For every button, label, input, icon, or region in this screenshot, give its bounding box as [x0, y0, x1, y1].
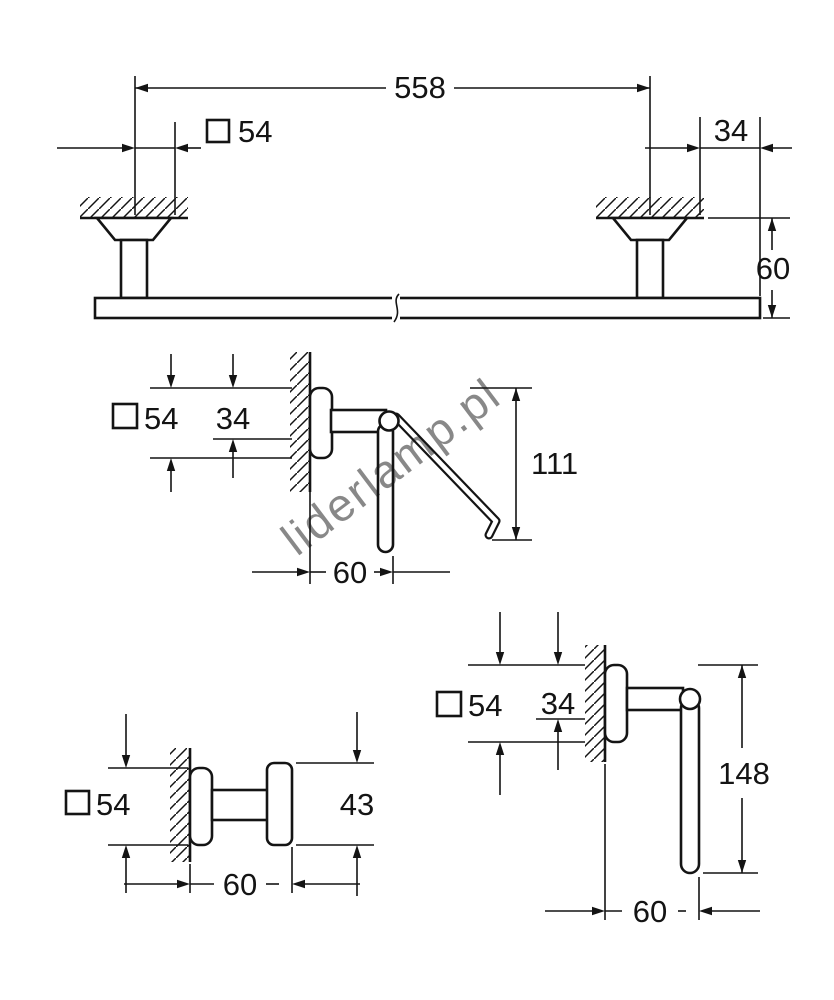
bar-break-gap	[392, 296, 400, 320]
fixture	[308, 386, 501, 554]
bar-body	[93, 296, 762, 320]
wall	[290, 352, 312, 492]
right-wall-mount	[596, 197, 704, 300]
square-section-icon	[111, 402, 139, 430]
square-section-icon	[64, 789, 91, 816]
mount-flange	[610, 216, 690, 242]
dim-54-34: 54 34	[435, 612, 585, 795]
wall-plate	[188, 766, 214, 847]
bar-break-line	[393, 293, 400, 323]
dim-54-label: 54	[238, 114, 272, 149]
wall-plate	[603, 663, 629, 744]
dim-111: 111	[470, 387, 578, 541]
dim-43-label: 43	[340, 787, 374, 822]
dim-148: 148	[698, 664, 770, 874]
wall-hatch	[585, 645, 605, 762]
wall-hatch	[596, 197, 704, 218]
square-section-icon	[205, 118, 231, 144]
paper-holder-view: 54 34 111 60	[111, 352, 578, 590]
dim-60: 60	[545, 764, 760, 929]
mount-flange	[94, 216, 174, 242]
dim-54-label: 54	[468, 688, 502, 723]
pivot	[378, 410, 400, 432]
wall-plate	[308, 386, 334, 460]
dim-54-label: 54	[144, 401, 178, 436]
paper-flap-inner	[393, 414, 499, 538]
dim-111-label: 111	[531, 446, 578, 481]
bar-rail	[93, 293, 762, 323]
holder-arm	[625, 686, 685, 712]
dim-60-label: 60	[333, 555, 367, 590]
dim-34-label: 34	[714, 113, 748, 148]
dim-54: 54	[64, 714, 188, 893]
towel-ring-view: 54 34 148 60	[435, 612, 770, 929]
towel-bar-view: 558 54 34	[57, 70, 792, 323]
dim-34-label: 34	[216, 401, 250, 436]
dim-54-label: 54	[96, 787, 130, 822]
hook-end	[265, 761, 294, 847]
wall-hatch	[170, 748, 190, 862]
fixture	[188, 761, 294, 847]
square-section-icon	[435, 690, 463, 718]
fixture	[603, 663, 702, 875]
mount-post	[119, 238, 149, 300]
ring-rod	[679, 697, 701, 875]
dim-558: 558	[134, 70, 651, 215]
dim-60-right: 60	[708, 217, 790, 319]
wall-hatch	[80, 197, 188, 218]
dim-60-label: 60	[223, 867, 257, 902]
dim-60-label: 60	[633, 894, 667, 929]
robe-hook-view: 54 43 60	[64, 712, 374, 902]
wall-hatch	[290, 352, 310, 492]
dim-54-34: 54 34	[111, 354, 292, 492]
mount-post	[635, 238, 665, 300]
dim-43: 43	[296, 712, 374, 896]
pivot	[678, 687, 702, 711]
dim-148-label: 148	[718, 756, 770, 791]
wall	[585, 645, 607, 762]
dim-60-label: 60	[756, 251, 790, 286]
dim-60-bottom: 60	[252, 492, 450, 590]
dim-34-label: 34	[541, 686, 575, 721]
dim-60: 60	[124, 847, 360, 902]
dim-558-label: 558	[394, 70, 446, 105]
left-wall-mount	[80, 197, 188, 300]
hook-arm	[210, 788, 274, 822]
